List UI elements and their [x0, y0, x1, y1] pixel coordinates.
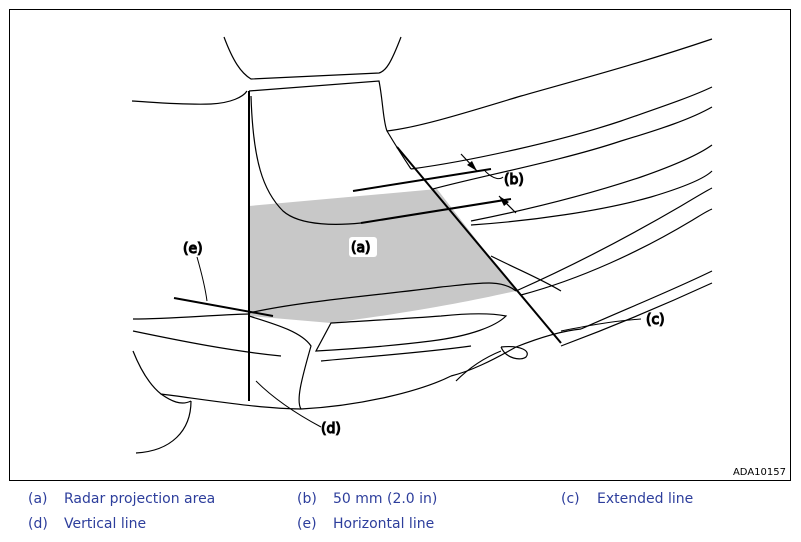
legend-text: Extended line — [597, 491, 694, 507]
horizontal-line — [173, 297, 274, 317]
legend-key: (a) — [28, 491, 48, 507]
vehicle-rear-diagram: (a) (b) (c) (d) (e) — [131, 36, 713, 454]
legend-key: (d) — [28, 516, 48, 532]
legend-item-a: (a) Radar projection area — [28, 491, 215, 507]
legend-text: Vertical line — [64, 516, 147, 532]
legend-item-d: (d) Vertical line — [28, 516, 146, 532]
legend-item-e: (e) Horizontal line — [297, 516, 434, 532]
callout-e: (e) — [183, 241, 203, 257]
callout-d: (d) — [321, 421, 341, 437]
dimension-line-upper — [352, 168, 492, 192]
legend-key: (e) — [297, 516, 317, 532]
callout-a: (a) — [351, 240, 371, 256]
legend: (a) Radar projection area (b) 50 mm (2.0 i… — [0, 488, 801, 542]
legend-item-b: (b) 50 mm (2.0 in) — [297, 491, 437, 507]
legend-key: (b) — [297, 491, 317, 507]
legend-text: Radar projection area — [64, 491, 216, 507]
legend-key: (c) — [561, 491, 580, 507]
diagram-frame: (a) (b) (c) (d) (e) ADA10157 — [9, 9, 791, 481]
radar-projection-area — [249, 189, 516, 323]
legend-item-c: (c) Extended line — [561, 491, 693, 507]
callout-b: (b) — [504, 172, 524, 188]
dimension-line-lower — [360, 198, 512, 224]
legend-text: 50 mm (2.0 in) — [333, 491, 438, 507]
legend-text: Horizontal line — [333, 516, 435, 532]
callout-c: (c) — [646, 312, 665, 328]
figure-code: ADA10157 — [732, 467, 786, 478]
